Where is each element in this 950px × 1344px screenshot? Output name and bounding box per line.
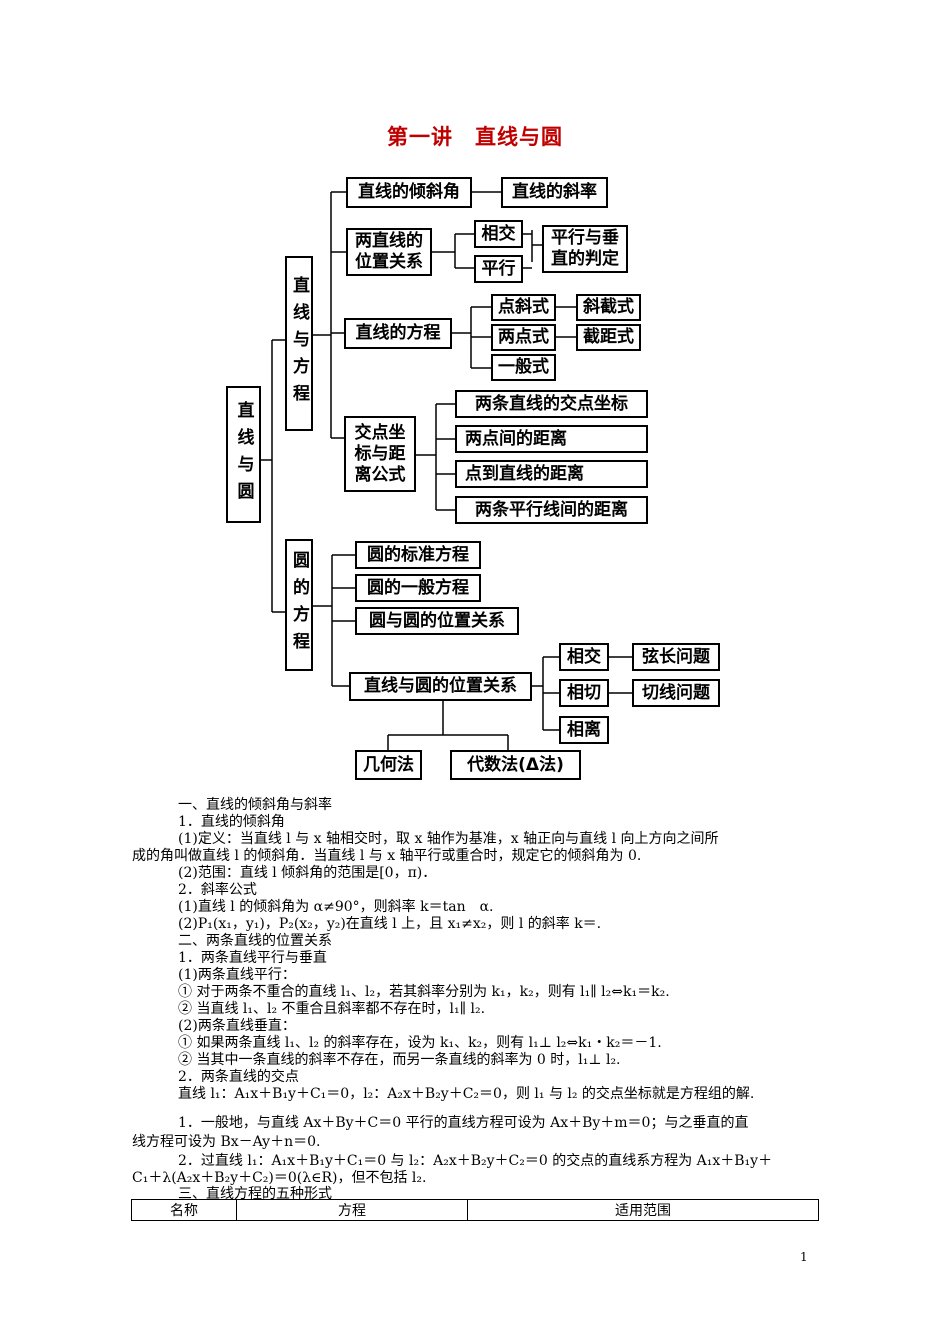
node-intersect: 相交: [474, 220, 523, 248]
node-slope-intercept: 斜截式: [576, 294, 641, 321]
five-forms-table: 名称 方程 适用范围: [131, 1199, 819, 1221]
slope-formula-text: (2)P₁(x₁，y₁)，P₂(x₂，y₂)在直线 l 上，且 x₁≠x₂，则 …: [178, 916, 602, 932]
parallel-heading: (1)两条直线平行：: [178, 967, 296, 983]
mindmap-circle-branch: 圆的方程: [285, 539, 313, 671]
subsection-heading: 1．直线的倾斜角: [178, 814, 285, 830]
node-algebraic-method: 代数法(Δ法): [450, 750, 581, 780]
node-two-point-distance: 两点间的距离: [455, 425, 648, 453]
subsection-heading: 2．斜率公式: [178, 882, 257, 898]
node-general: 一般式: [491, 354, 556, 381]
table-header-scope: 适用范围: [467, 1199, 819, 1221]
node-intersection-coord: 两条直线的交点坐标: [455, 390, 648, 418]
node-two-point: 两点式: [491, 324, 556, 351]
subsection-heading: 2．两条直线的交点: [178, 1069, 299, 1085]
mindmap-root: 直线与圆: [226, 386, 261, 523]
node-line-circle: 直线与圆的位置关系: [349, 672, 532, 701]
table-header-row: 名称 方程 适用范围: [131, 1199, 819, 1221]
node-parallel-lines-distance: 两条平行线间的距离: [455, 496, 648, 524]
node-parallel: 平行: [474, 255, 523, 283]
node-tangent-problem: 切线问题: [632, 679, 720, 707]
mindmap-line-branch: 直线与方程: [285, 256, 313, 431]
node-intercept: 截距式: [576, 324, 641, 351]
note-text: 1．一般地，与直线 Ax＋By＋C＝0 平行的直线方程可设为 Ax＋By＋m＝0…: [178, 1115, 749, 1131]
node-slope: 直线的斜率: [501, 177, 608, 208]
range-text: (2)范围：直线 l 倾斜角的范围是[0，π)．: [178, 865, 437, 881]
node-incline-angle: 直线的倾斜角: [346, 177, 472, 208]
note-text: 2．过直线 l₁：A₁x＋B₁y＋C₁＝0 与 l₂：A₂x＋B₂y＋C₂＝0 …: [178, 1153, 773, 1169]
node-circle-general: 圆的一般方程: [355, 574, 481, 602]
intersection-text: 直线 l₁：A₁x＋B₁y＋C₁＝0，l₂：A₂x＋B₂y＋C₂＝0，则 l₁ …: [178, 1086, 755, 1102]
node-line-equation: 直线的方程: [344, 318, 452, 349]
node-lc-tangent: 相切: [559, 679, 609, 707]
page-number: 1: [800, 1250, 808, 1264]
perpendicular-rule: ① 如果两条直线 l₁、l₂ 的斜率存在，设为 k₁、k₂，则有 l₁⊥ l₂⇔…: [178, 1035, 662, 1051]
node-lc-separate: 相离: [559, 716, 609, 744]
section-heading: 一、直线的倾斜角与斜率: [178, 797, 332, 813]
slope-formula-text: (1)直线 l 的倾斜角为 α≠90°，则斜率 k＝tan α.: [178, 899, 494, 915]
section-heading: 三、直线方程的五种形式: [178, 1186, 332, 1202]
node-geometric-method: 几何法: [355, 750, 422, 780]
perpendicular-heading: (2)两条直线垂直：: [178, 1018, 296, 1034]
subsection-heading: 1．两条直线平行与垂直: [178, 950, 327, 966]
node-two-lines-relation: 两直线的 位置关系: [346, 228, 432, 276]
node-chord-length: 弦长问题: [632, 643, 720, 671]
parallel-rule: ① 对于两条不重合的直线 l₁、l₂，若其斜率分别为 k₁，k₂，则有 l₁∥ …: [178, 984, 670, 1000]
perpendicular-rule: ② 当其中一条直线的斜率不存在，而另一条直线的斜率为 0 时，l₁⊥ l₂.: [178, 1052, 621, 1068]
node-point-line-distance: 点到直线的距离: [455, 460, 648, 488]
parallel-rule: ② 当直线 l₁、l₂ 不重合且斜率都不存在时，l₁∥ l₂.: [178, 1001, 486, 1017]
node-point-slope: 点斜式: [491, 294, 556, 321]
table-header-name: 名称: [131, 1199, 237, 1221]
table-header-equation: 方程: [236, 1199, 468, 1221]
node-circle-circle: 圆与圆的位置关系: [355, 607, 519, 635]
note-text: C₁＋λ(A₂x＋B₂y＋C₂)＝0(λ∈R)，但不包括 l₂.: [132, 1170, 427, 1186]
page-title: 第一讲 直线与圆: [387, 125, 563, 149]
definition-text: (1)定义：当直线 l 与 x 轴相交时，取 x 轴作为基准，x 轴正向与直线 …: [178, 831, 719, 847]
node-circle-standard: 圆的标准方程: [355, 541, 481, 569]
definition-text: 成的角叫做直线 l 的倾斜角．当直线 l 与 x 轴平行或重合时，规定它的倾斜角…: [132, 848, 642, 864]
section-heading: 二、两条直线的位置关系: [178, 933, 332, 949]
note-text: 线方程可设为 Bx－Ay＋n＝0.: [132, 1134, 321, 1150]
node-intersection-distance: 交点坐 标与距 离公式: [344, 416, 416, 492]
mindmap-connectors: [261, 191, 632, 750]
node-lc-intersect: 相交: [559, 643, 609, 671]
node-parallel-perp-judge: 平行与垂 直的判定: [542, 225, 628, 273]
